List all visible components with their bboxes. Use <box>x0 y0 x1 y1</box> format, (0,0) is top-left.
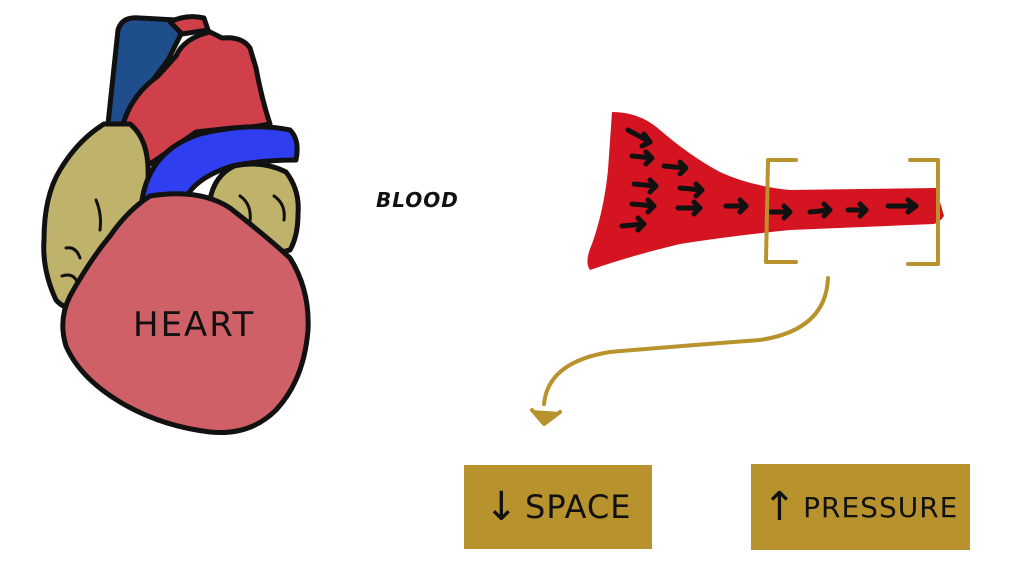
connector-arrow <box>530 276 830 426</box>
blood-label: BLOOD <box>376 188 459 212</box>
pressure-label: PRESSURE <box>803 490 959 524</box>
space-label: SPACE <box>525 488 632 526</box>
top-vessel <box>167 14 211 37</box>
vessel-bracket <box>764 158 940 266</box>
space-box: ↓ SPACE <box>464 465 652 549</box>
up-arrow-icon: ↑ <box>762 484 798 530</box>
pressure-box: ↑ PRESSURE <box>751 464 970 550</box>
heart-illustration <box>41 14 311 436</box>
heart-label: HEART <box>133 305 255 345</box>
connector-arrowhead <box>532 410 560 426</box>
down-arrow-icon: ↓ <box>484 484 520 530</box>
flow-arrows <box>619 127 919 233</box>
